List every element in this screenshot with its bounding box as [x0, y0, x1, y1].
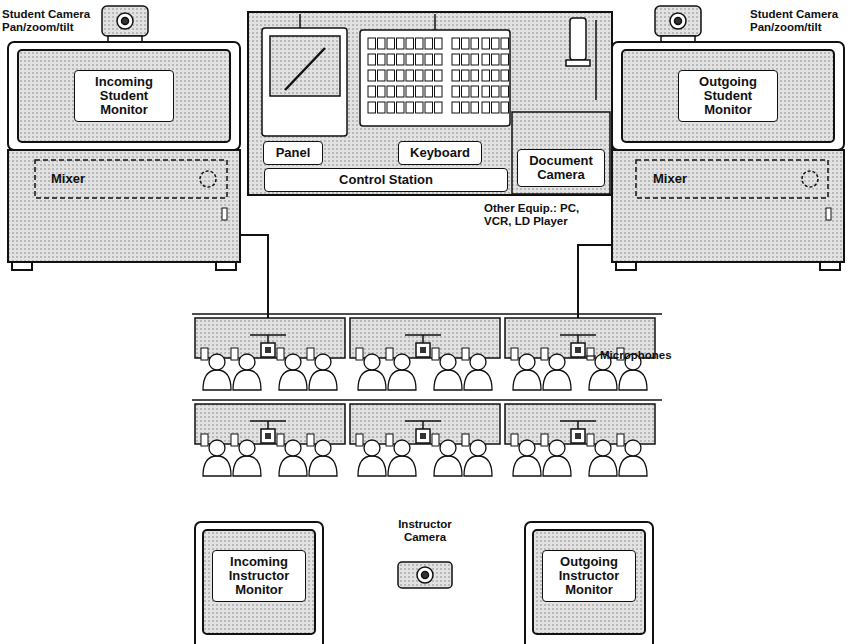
control-desk: [248, 12, 612, 195]
node-text: Control Station: [270, 173, 502, 187]
monitor-label: Incoming Instructor Monitor: [212, 550, 306, 602]
student-camera: [655, 6, 701, 42]
instructor-camera: [398, 562, 452, 588]
student-desks: [192, 314, 662, 476]
monitor-label: Outgoing Student Monitor: [678, 70, 778, 122]
node-text: Incoming Student Monitor: [80, 75, 168, 117]
student-cart: [8, 42, 240, 270]
mixer-label: Mixer: [48, 170, 118, 188]
mixer-label: Mixer: [650, 170, 720, 188]
node-text: Outgoing Instructor Monitor: [548, 555, 630, 597]
monitor-label: Incoming Student Monitor: [74, 70, 174, 122]
camera-label: Student Camera Pan/zoom/tilt: [750, 8, 846, 34]
node-text: Mixer: [653, 172, 717, 186]
student-cart: [612, 42, 844, 270]
keyboard-label: Keyboard: [398, 141, 482, 165]
node-text: Keyboard: [404, 146, 476, 160]
document-camera-label: Document Camera: [517, 149, 605, 187]
camera-label: Student Camera Pan/zoom/tilt: [2, 8, 98, 34]
leader-line: [586, 355, 596, 356]
node-text: Outgoing Student Monitor: [684, 75, 772, 117]
camera-label: Instructor Camera: [380, 518, 470, 544]
instructor-monitor: [525, 522, 653, 644]
instructor-monitor: [195, 522, 323, 644]
node-text: Mixer: [51, 172, 115, 186]
monitor-label: Outgoing Instructor Monitor: [542, 550, 636, 602]
node-text: Document Camera: [523, 154, 599, 182]
equipment-note: Other Equip.: PC, VCR, LD Player: [484, 202, 608, 228]
node-text: Incoming Instructor Monitor: [218, 555, 300, 597]
callout-label: Microphones: [600, 349, 700, 362]
student-camera: [102, 6, 148, 42]
node-text: Panel: [269, 146, 317, 160]
control-station-label: Control Station: [264, 168, 508, 192]
panel-label: Panel: [263, 141, 323, 165]
